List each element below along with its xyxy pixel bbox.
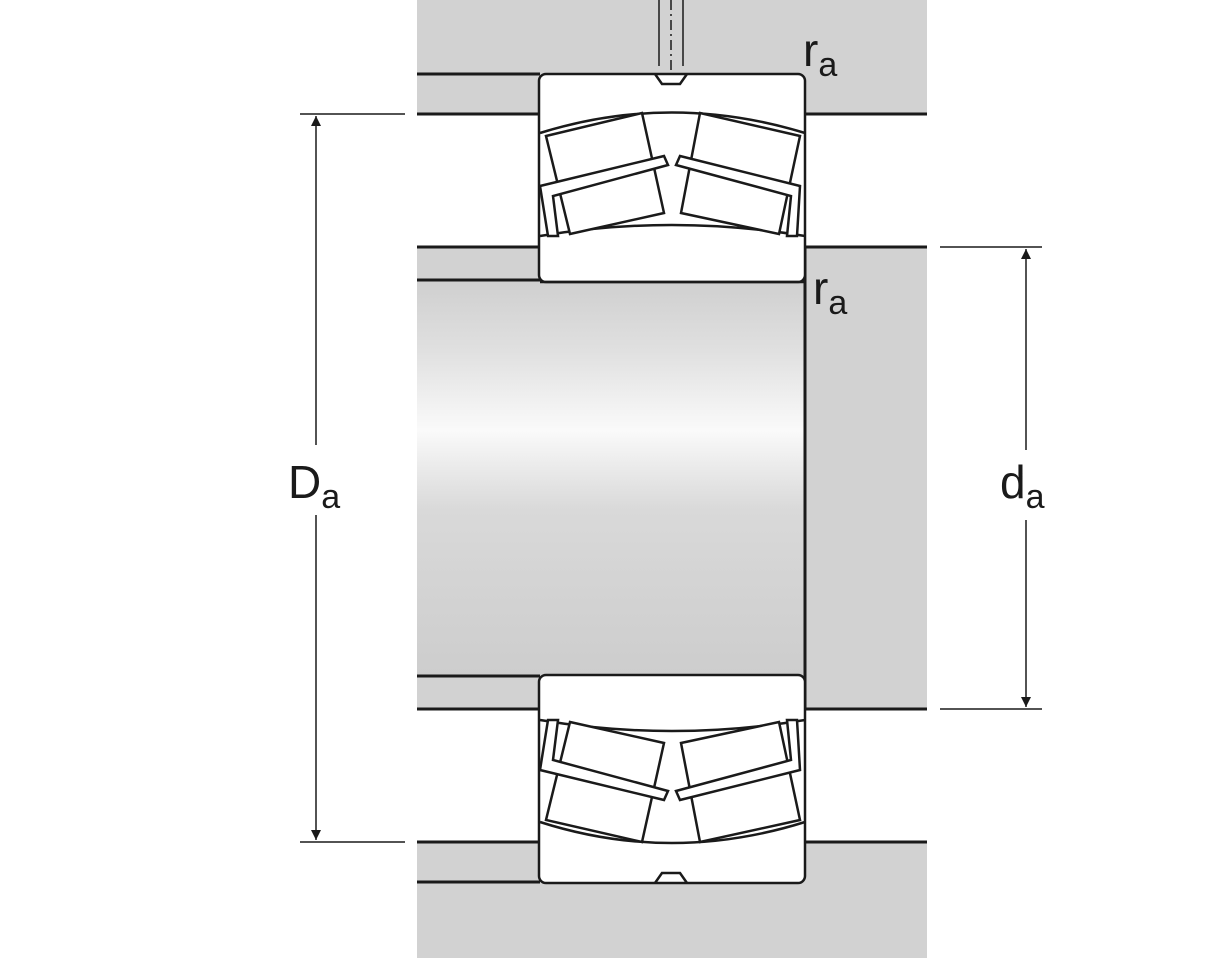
- dimension-Da: [300, 113, 405, 843]
- lower-bearing: [537, 673, 807, 885]
- dimension-da: [940, 246, 1042, 710]
- label-da: da: [1000, 456, 1045, 516]
- upper-bearing: [537, 72, 807, 284]
- label-ra-middle: ra: [813, 262, 847, 322]
- shaft: [417, 280, 805, 676]
- label-Da: Da: [288, 456, 340, 516]
- label-ra-top: ra: [803, 24, 837, 84]
- housing-lines: [417, 72, 927, 884]
- shaft-shoulder-right: [805, 247, 927, 709]
